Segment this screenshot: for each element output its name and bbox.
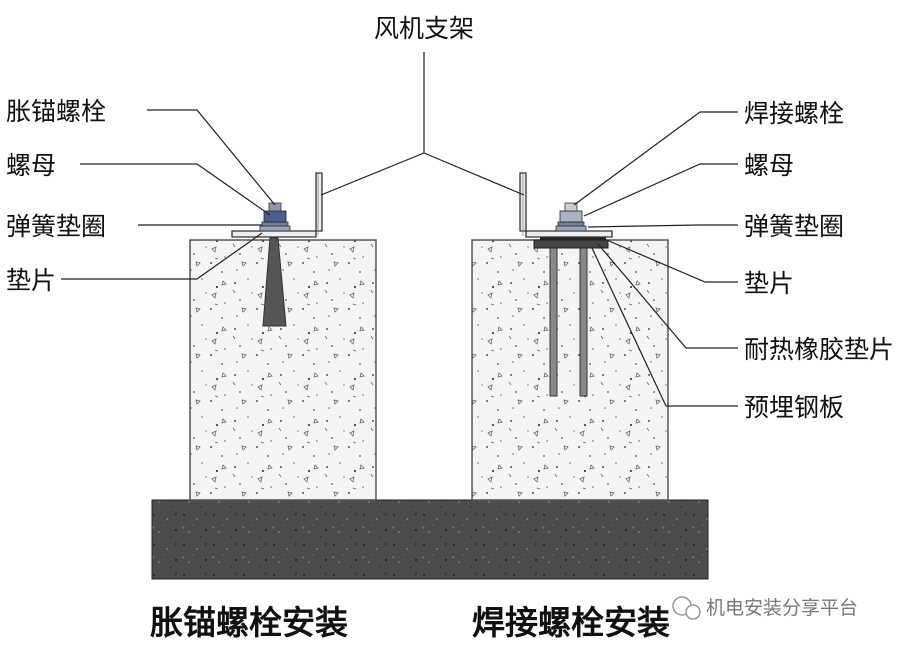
right-nut (559, 210, 583, 223)
floor-slab (151, 499, 709, 580)
left-flat-washer (259, 225, 291, 232)
title-weld-bolt-installation: 焊接螺栓安装 (472, 603, 670, 642)
right-fan-bracket (519, 172, 613, 238)
left-expansion-anchor (262, 237, 287, 327)
left-concrete-base (189, 239, 377, 501)
left-bolt-end (268, 202, 282, 212)
label-left-washer: 垫片 (6, 266, 56, 295)
right-rubber-pad (540, 236, 606, 240)
watermark-text: 机电安装分享平台 (706, 597, 858, 619)
right-flat-washer (555, 225, 587, 232)
wechat-icon (672, 596, 701, 620)
label-expansion-bolt: 胀锚螺栓 (6, 97, 106, 126)
right-bolt-end (564, 202, 578, 212)
label-left-nut: 螺母 (6, 151, 56, 180)
leader-lines (61, 52, 738, 407)
right-spring-washer (557, 221, 585, 227)
label-weld-bolt: 焊接螺栓 (744, 99, 844, 128)
title-expansion-bolt-installation: 胀锚螺栓安装 (150, 603, 348, 642)
right-embedded-steel-plate (533, 239, 609, 249)
left-fan-bracket (231, 172, 323, 238)
right-embedded-rod-2 (579, 247, 588, 397)
watermark: 机电安装分享平台 (672, 596, 858, 620)
right-embedded-rod-1 (549, 247, 558, 397)
label-right-washer: 垫片 (744, 269, 794, 298)
label-right-nut: 螺母 (744, 151, 794, 180)
label-heat-resistant-rubber-pad: 耐热橡胶垫片 (744, 335, 894, 364)
right-concrete-base (471, 239, 669, 501)
label-left-spring-washer: 弹簧垫圈 (6, 212, 106, 241)
label-fan-bracket: 风机支架 (374, 14, 474, 43)
left-spring-washer (261, 221, 289, 227)
label-right-spring-washer: 弹簧垫圈 (744, 212, 844, 241)
label-embedded-steel-plate: 预埋钢板 (744, 393, 844, 422)
